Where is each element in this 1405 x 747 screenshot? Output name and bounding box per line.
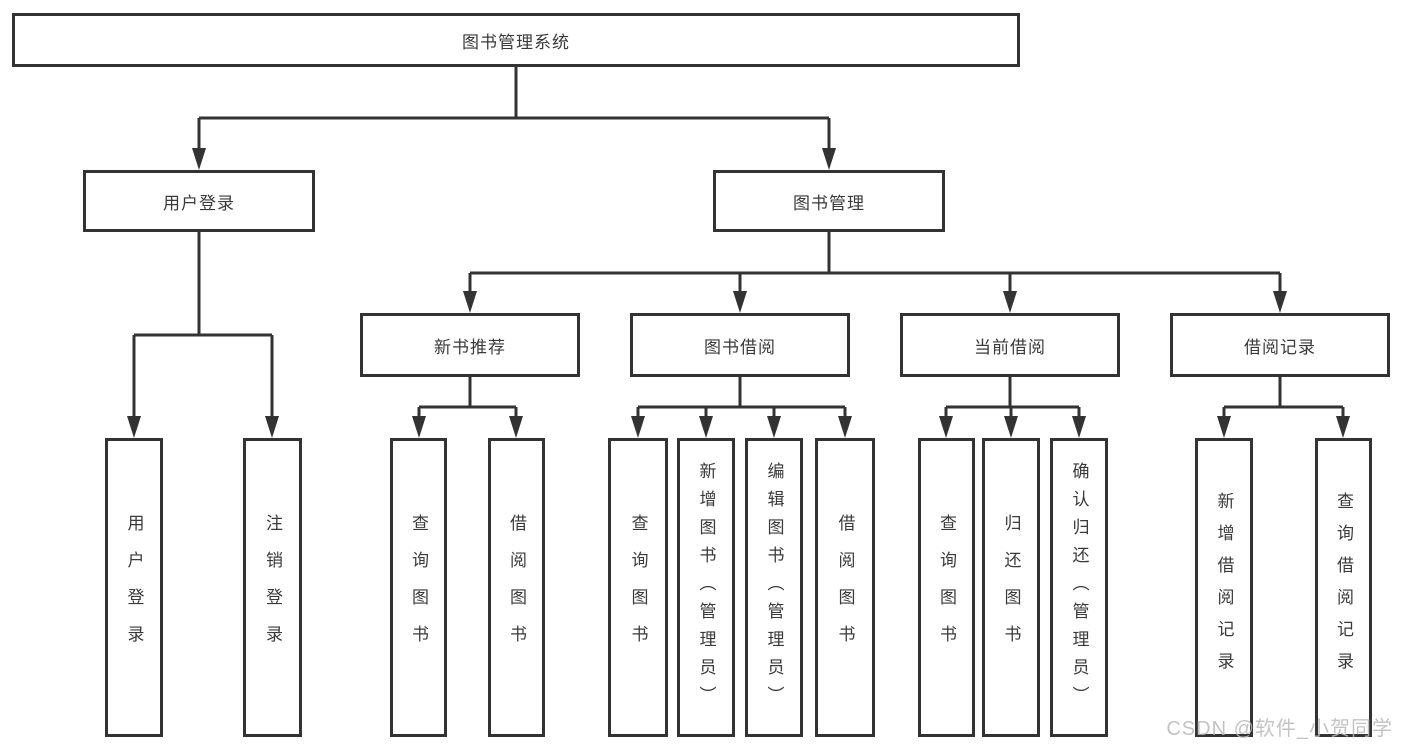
leaf-edit-book-admin-label: 编辑图书（管理员）: [764, 461, 784, 714]
leaf-query-books-current: 查询图书: [918, 438, 975, 737]
leaf-add-borrow-record: 新增借阅记录: [1195, 438, 1253, 737]
leaf-query-books-recommend-label: 查询图书: [409, 513, 428, 662]
leaf-borrow-books-borrow-label: 借阅图书: [835, 513, 855, 662]
node-borrow-records: 借阅记录: [1170, 313, 1390, 377]
node-current-borrow: 当前借阅: [900, 313, 1120, 377]
node-library-management-system: 图书管理系统: [12, 13, 1020, 67]
leaf-query-borrow-record: 查询借阅记录: [1315, 438, 1372, 737]
arrowheads: [127, 148, 1350, 438]
leaf-logout-login-label: 注销登录: [263, 513, 282, 662]
leaf-borrow-books-borrow: 借阅图书: [815, 438, 875, 737]
leaf-add-book-admin-label: 新增图书（管理员）: [696, 461, 716, 714]
leaf-confirm-return-admin-label: 确认归还（管理员）: [1069, 461, 1089, 714]
node-book-management: 图书管理: [713, 170, 945, 232]
node-new-book-recommend: 新书推荐: [360, 313, 580, 377]
leaf-query-books-current-label: 查询图书: [937, 513, 956, 662]
leaf-query-books-borrow-label: 查询图书: [628, 513, 648, 662]
node-book-borrow: 图书借阅: [630, 313, 850, 377]
leaf-query-books-recommend: 查询图书: [390, 438, 447, 737]
leaf-borrow-books-recommend: 借阅图书: [488, 438, 545, 737]
leaf-edit-book-admin: 编辑图书（管理员）: [745, 438, 803, 737]
node-user-login: 用户登录: [83, 170, 315, 232]
leaf-return-book-label: 归还图书: [1001, 513, 1021, 662]
leaf-confirm-return-admin: 确认归还（管理员）: [1050, 438, 1108, 737]
leaf-query-borrow-record-label: 查询借阅记录: [1334, 491, 1353, 684]
leaf-query-books-borrow: 查询图书: [608, 438, 668, 737]
leaf-add-borrow-record-label: 新增借阅记录: [1214, 491, 1234, 684]
leaf-borrow-books-recommend-label: 借阅图书: [507, 513, 526, 662]
leaf-user-login-label: 用户登录: [124, 513, 144, 662]
leaf-user-login: 用户登录: [105, 438, 163, 737]
leaf-return-book: 归还图书: [982, 438, 1040, 737]
leaf-add-book-admin: 新增图书（管理员）: [677, 438, 735, 737]
csdn-watermark: CSDN @软件_小贺同学: [1166, 718, 1393, 740]
leaf-logout-login: 注销登录: [243, 438, 302, 737]
